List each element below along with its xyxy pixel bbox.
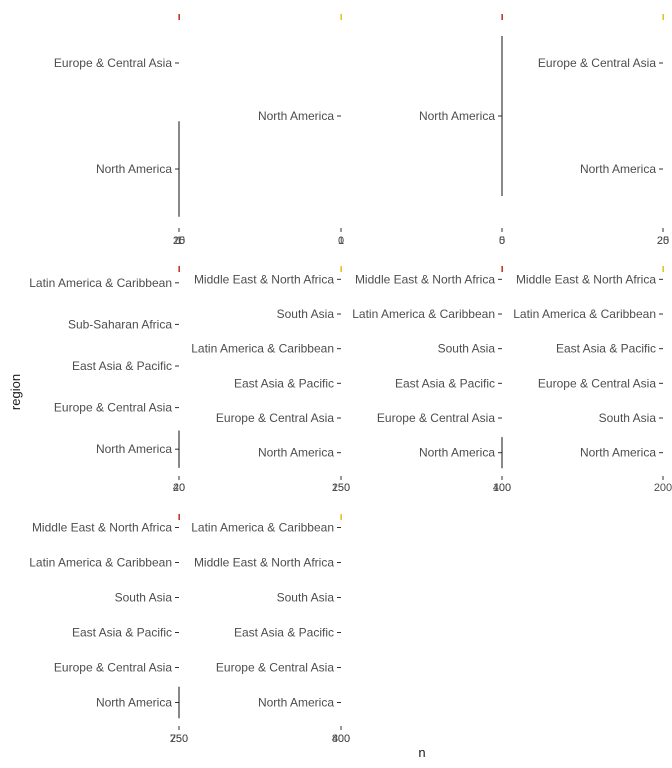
y-tick-label: Latin America & Caribbean	[191, 521, 334, 535]
y-tick-label: South Asia	[599, 411, 657, 425]
y-tick-label: North America	[96, 162, 172, 176]
facet-color-stub	[662, 14, 664, 20]
y-tick-label: North America	[580, 446, 656, 460]
y-axis-title: region	[8, 374, 23, 410]
x-tick-label: 150	[332, 482, 350, 494]
x-tick-label: 750	[170, 733, 188, 745]
y-tick-label: Europe & Central Asia	[54, 56, 172, 70]
y-tick-label: Europe & Central Asia	[54, 401, 172, 415]
x-tick-label: 100	[493, 482, 511, 494]
x-tick-label: 40	[173, 482, 185, 494]
facet-panel: North America 05	[419, 14, 505, 247]
y-tick-label: Europe & Central Asia	[216, 411, 334, 425]
facet-color-stub	[501, 14, 503, 20]
facet-panel: North America Europe & Central Asia East A…	[29, 266, 185, 494]
x-tick-label: 400	[332, 733, 350, 745]
x-tick-label: 0	[499, 235, 505, 247]
x-tick-label: 400	[493, 482, 511, 494]
y-tick-label: South Asia	[115, 591, 173, 605]
y-tick-label: East Asia & Pacific	[234, 376, 334, 390]
x-tick-label: 0	[338, 235, 344, 247]
y-tick-label: East Asia & Pacific	[395, 376, 495, 390]
y-tick-label: Latin America & Caribbean	[513, 307, 656, 321]
y-tick-label: North America	[258, 446, 334, 460]
y-tick-label: East Asia & Pacific	[556, 342, 656, 356]
x-tick-label: 1	[338, 235, 344, 247]
y-tick-label: Europe & Central Asia	[377, 411, 495, 425]
x-tick-label: 200	[654, 482, 672, 494]
y-tick-label: Europe & Central Asia	[538, 56, 656, 70]
y-tick-label: East Asia & Pacific	[72, 626, 172, 640]
y-tick-label: Europe & Central Asia	[538, 376, 656, 390]
facet-color-stub	[178, 514, 180, 520]
x-tick-label: 5	[499, 235, 505, 247]
x-tick-label: 800	[332, 733, 350, 745]
y-tick-label: Europe & Central Asia	[54, 661, 172, 675]
facet-color-stub	[340, 14, 342, 20]
y-tick-label: North America	[580, 162, 656, 176]
y-tick-label: North America	[419, 446, 495, 460]
y-tick-label: Latin America & Caribbean	[29, 556, 172, 570]
x-tick-label: 25	[173, 235, 185, 247]
facet-panel: North America Europe & Central Asia East A…	[352, 266, 511, 494]
facet-panel: North America 10	[258, 14, 344, 247]
y-tick-label: Middle East & North Africa	[194, 272, 334, 286]
facet-panel: North America Europe & Central Asia East A…	[29, 514, 188, 745]
facet-color-stub	[178, 266, 180, 272]
y-tick-label: South Asia	[438, 342, 496, 356]
x-tick-label: 1	[176, 235, 182, 247]
facet-color-stub	[340, 266, 342, 272]
y-tick-label: East Asia & Pacific	[234, 626, 334, 640]
facet-panel: North America Europe & Central Asia East A…	[191, 266, 350, 494]
x-tick-label: 20	[657, 235, 669, 247]
y-tick-label: Latin America & Caribbean	[191, 342, 334, 356]
x-axis-title: n	[418, 745, 425, 760]
y-tick-label: East Asia & Pacific	[72, 359, 172, 373]
x-tick-label: 10	[173, 235, 185, 247]
facet-color-stub	[178, 14, 180, 20]
y-tick-label: North America	[96, 696, 172, 710]
y-tick-label: North America	[258, 109, 334, 123]
facet-color-stub	[501, 266, 503, 272]
facet-color-stub	[340, 514, 342, 520]
x-tick-label: 20	[173, 482, 185, 494]
facet-panel: North America South Asia Europe & Central …	[513, 266, 672, 494]
y-tick-label: Europe & Central Asia	[216, 661, 334, 675]
y-tick-label: Middle East & North Africa	[194, 556, 334, 570]
facet-panel: North America Europe & Central Asia East A…	[191, 514, 350, 745]
y-tick-label: Middle East & North Africa	[355, 272, 495, 286]
y-tick-label: North America	[258, 696, 334, 710]
y-tick-label: Sub-Saharan Africa	[68, 317, 172, 331]
x-tick-label: 250	[170, 733, 188, 745]
facet-color-stub	[662, 266, 664, 272]
y-tick-label: Latin America & Caribbean	[29, 276, 172, 290]
y-tick-label: North America	[419, 109, 495, 123]
y-tick-label: Middle East & North Africa	[32, 521, 172, 535]
x-tick-label: 250	[332, 482, 350, 494]
y-tick-label: Middle East & North Africa	[516, 272, 656, 286]
y-tick-label: South Asia	[277, 307, 335, 321]
y-tick-label: Latin America & Caribbean	[352, 307, 495, 321]
y-tick-label: North America	[96, 442, 172, 456]
x-tick-label: 25	[657, 235, 669, 247]
y-tick-label: South Asia	[277, 591, 335, 605]
